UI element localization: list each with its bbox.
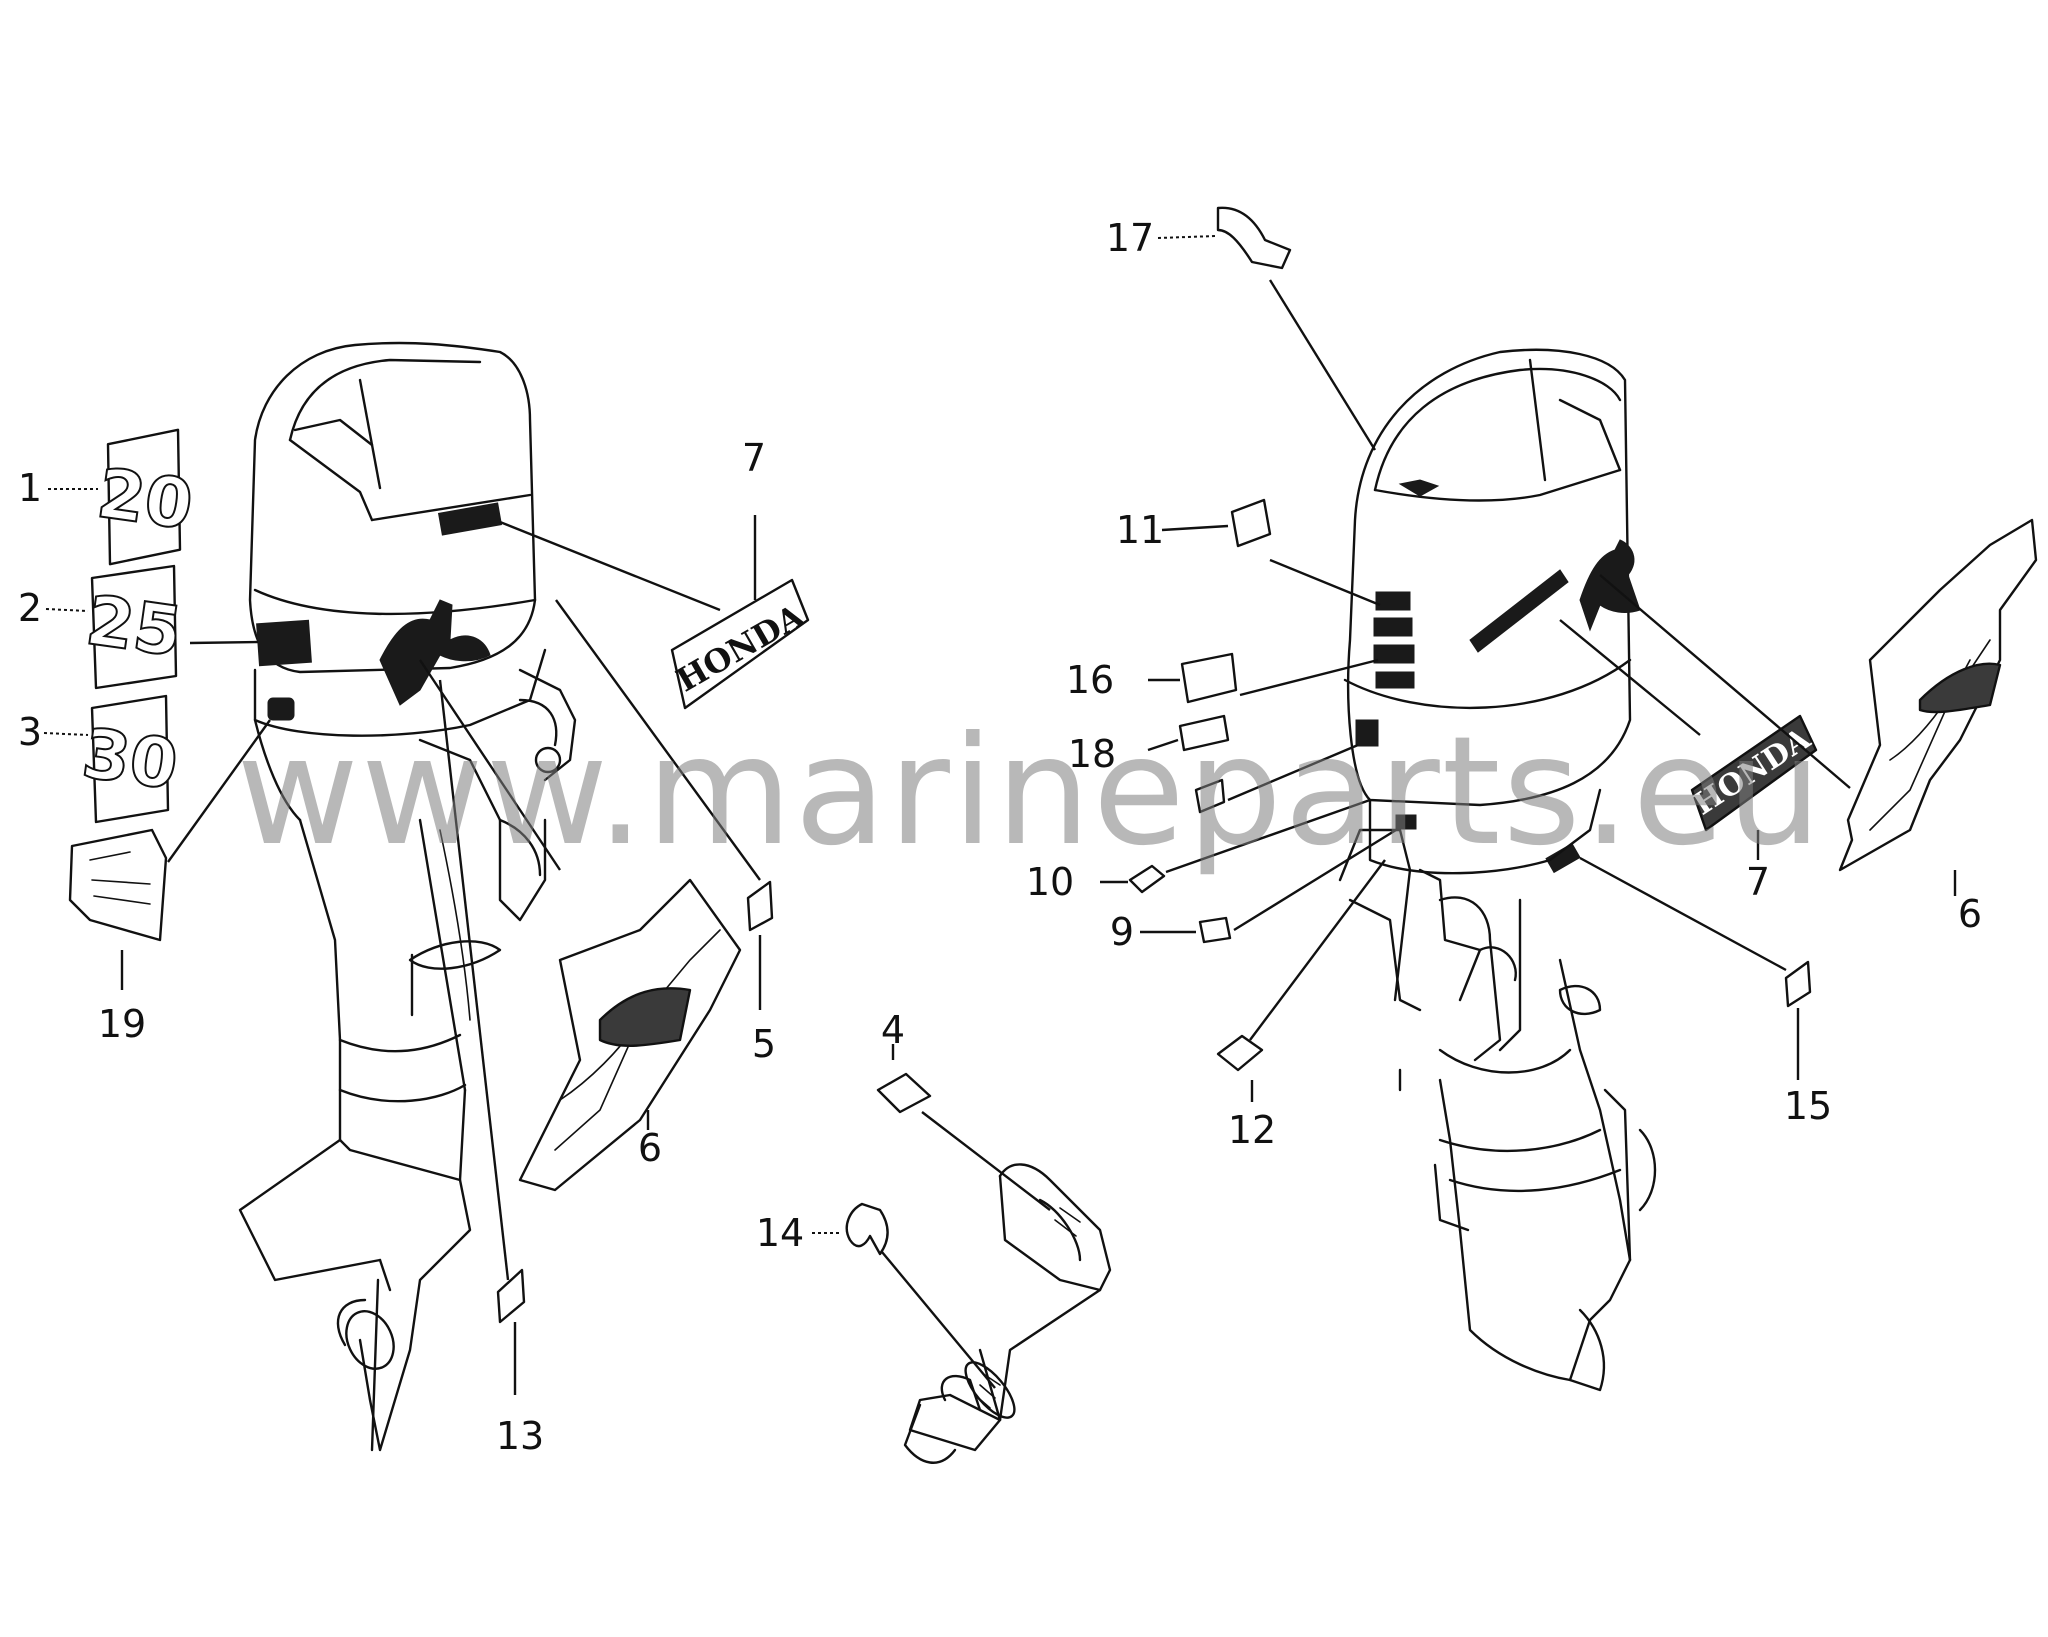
callout-10: 10 <box>1026 860 1074 904</box>
decal-5 <box>746 880 774 932</box>
callout-4: 4 <box>881 1008 905 1052</box>
decal-17 <box>1216 206 1292 270</box>
decal-8 <box>1194 778 1226 814</box>
svg-text:30: 30 <box>78 714 183 805</box>
svg-text:25: 25 <box>82 581 187 672</box>
decal-6-right <box>1838 518 2038 872</box>
decal-10 <box>1128 864 1166 894</box>
callout-6-left: 6 <box>638 1126 662 1170</box>
decal-14 <box>845 1202 889 1256</box>
decal-4 <box>876 1072 932 1114</box>
decal-16 <box>1180 652 1238 704</box>
callout-5: 5 <box>752 1022 776 1066</box>
callout-19: 19 <box>98 1002 146 1046</box>
callout-1: 1 <box>18 466 42 510</box>
callout-2: 2 <box>18 586 42 630</box>
decal-12 <box>1216 1034 1264 1072</box>
decal-6-left <box>518 878 742 1192</box>
callout-14: 14 <box>756 1211 804 1255</box>
callout-9: 9 <box>1110 910 1134 954</box>
callout-17: 17 <box>1106 216 1154 260</box>
tiller-handle-part <box>903 1163 1112 1464</box>
callout-7-right: 7 <box>1746 860 1770 904</box>
callout-11: 11 <box>1116 508 1164 552</box>
decal-30: 30 <box>77 694 183 824</box>
decal-18 <box>1178 714 1230 752</box>
callout-7-left: 7 <box>742 436 766 480</box>
callout-16: 16 <box>1066 658 1114 702</box>
decal-11 <box>1230 498 1272 548</box>
decal-15 <box>1784 960 1812 1008</box>
decal-13 <box>496 1268 526 1324</box>
callout-12: 12 <box>1228 1108 1276 1152</box>
watermark-text: www.marineparts.eu <box>236 705 1824 879</box>
leader-lines <box>43 235 1957 1395</box>
callout-13: 13 <box>496 1414 544 1458</box>
callout-labels: 1 2 3 4 5 6 6 7 7 9 10 11 12 13 14 15 16… <box>18 216 1982 1458</box>
decal-25: 25 <box>81 564 187 690</box>
left-outboard-motor <box>238 341 577 1452</box>
callout-3: 3 <box>18 710 42 754</box>
decal-20: 20 <box>92 428 198 566</box>
callout-6-right: 6 <box>1958 892 1982 936</box>
decal-19-plate <box>68 828 168 942</box>
decal-9 <box>1198 916 1232 944</box>
svg-text:20: 20 <box>93 454 198 545</box>
callout-15: 15 <box>1784 1084 1832 1128</box>
callout-18: 18 <box>1068 732 1116 776</box>
